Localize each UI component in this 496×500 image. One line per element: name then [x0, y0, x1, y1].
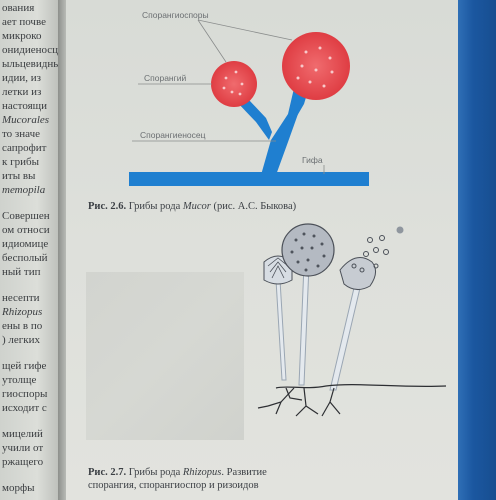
- released-spores: [351, 235, 389, 273]
- left-text-line: ный тип: [2, 266, 41, 278]
- sporangium-spores: [290, 232, 326, 272]
- left-text-line: иты вы: [2, 170, 36, 182]
- figure-1-caption-text: Грибы рода: [126, 201, 183, 212]
- figure-2-photo-area: [86, 272, 244, 440]
- label-hypha: Гифа: [302, 155, 323, 165]
- left-text-line: тетоpila: [2, 184, 46, 196]
- sporangium-open: [339, 257, 376, 290]
- left-text-line: утолще: [2, 374, 37, 386]
- figure-1-genus: Mucor: [182, 201, 211, 212]
- mucor-diagram: Спорангиоспоры Спорангий Спорангиеносец …: [129, 10, 369, 186]
- figure-2-genus: Rhizopus: [182, 467, 222, 478]
- left-text-line: морфы: [2, 482, 35, 494]
- sporangiophore-branch-left: [235, 100, 272, 140]
- left-text-line: онидиеносц: [2, 44, 59, 56]
- right-page: Спорангиоспоры Спорангий Спорангиеносец …: [66, 0, 458, 500]
- left-text-line: идии, из: [2, 72, 41, 84]
- left-text-line: учили от: [2, 442, 44, 454]
- sporangiophore-stalks: [275, 264, 361, 391]
- left-text-line: бесполый: [2, 252, 48, 264]
- left-text-line: идиомице: [2, 238, 49, 250]
- left-text-line: ржащего: [2, 456, 44, 468]
- figure-1-caption: Рис. 2.6. Грибы рода Mucor (рис. А.С. Бы…: [88, 201, 296, 212]
- left-text-line: ) легких: [2, 334, 41, 346]
- book-cover-edge: [458, 0, 496, 500]
- hypha-shape: [129, 172, 369, 186]
- left-text-line: летки из: [2, 86, 42, 98]
- left-text-line: исходит с: [2, 402, 47, 414]
- left-text-line: несепти: [2, 292, 40, 304]
- label-sporangium: Спорангий: [144, 73, 186, 83]
- left-page: ования ает почве микроко онидиеносц ыльц…: [0, 0, 62, 500]
- figure-2-caption: Рис. 2.7. Грибы рода Rhizopus. Развитие …: [88, 466, 267, 492]
- figure-2-caption-text: Грибы рода: [126, 467, 183, 478]
- left-text-line: сапрофит: [2, 142, 47, 154]
- left-text-line: микроко: [2, 30, 42, 42]
- book-gutter: [58, 0, 68, 500]
- sporangium-large: [282, 32, 350, 100]
- sporangium-dotted: [281, 223, 335, 277]
- rhizoids: [257, 383, 447, 417]
- left-text-line: Rhizopus: [2, 306, 43, 318]
- left-text-line: Совершен: [2, 210, 50, 222]
- left-text-line: мицелий: [2, 428, 43, 440]
- left-text-line: ены в по: [2, 320, 43, 332]
- left-text-line: к грибы: [2, 156, 39, 168]
- released-spore-far: [396, 226, 404, 234]
- figure-1-caption-credit: (рис. А.С. Быкова): [210, 201, 297, 212]
- rhizopus-diagram: [257, 223, 447, 417]
- sporangiospores-dots: [222, 46, 334, 96]
- label-sporangiospores: Спорангиоспоры: [142, 10, 209, 20]
- sporangium-small: [211, 61, 257, 107]
- figure-1-number: Рис. 2.6.: [88, 201, 127, 212]
- figure-2-caption-cont: . Развитие: [221, 467, 267, 478]
- label-sporangiophore: Спорангиеносец: [140, 130, 206, 140]
- left-text-line: ом относи: [2, 224, 50, 236]
- leader-lines: [132, 19, 325, 174]
- left-text-line: настоящи: [2, 100, 48, 112]
- figure-2-caption-line2: спорангия, спорангиоспор и ризоидов: [88, 480, 259, 491]
- left-text-line: то значе: [2, 128, 41, 140]
- left-text-line: Mucorales: [2, 114, 50, 126]
- left-text-line: ыльцевидны: [2, 58, 61, 70]
- figure-2-number: Рис. 2.7.: [88, 467, 127, 478]
- left-text-line: ает почве: [2, 16, 46, 28]
- left-text-line: гиоспоры: [2, 388, 48, 400]
- left-text-line: ования: [2, 2, 35, 14]
- left-text-line: щей гифе: [2, 360, 47, 372]
- sporangiophore-shape: [261, 84, 302, 175]
